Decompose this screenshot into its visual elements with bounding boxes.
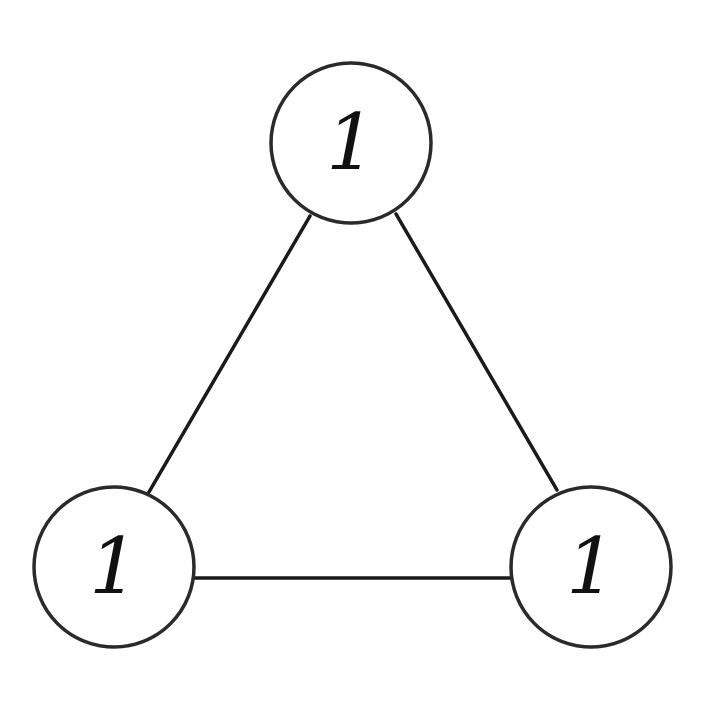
node-top-label: 1 bbox=[326, 98, 376, 188]
node-bottom-right-circle bbox=[509, 485, 673, 649]
node-bottom-left: 1 bbox=[32, 485, 196, 649]
node-bottom-left-label: 1 bbox=[89, 522, 139, 612]
node-bottom-left-circle bbox=[32, 485, 196, 649]
node-bottom-right: 1 bbox=[509, 485, 673, 649]
node-top: 1 bbox=[269, 61, 433, 225]
edges-group bbox=[147, 212, 559, 580]
edge-top-bottom-right bbox=[394, 212, 559, 492]
edge-top-bottom-left bbox=[147, 214, 312, 494]
node-bottom-right-label: 1 bbox=[566, 522, 616, 612]
node-top-circle bbox=[269, 61, 433, 225]
